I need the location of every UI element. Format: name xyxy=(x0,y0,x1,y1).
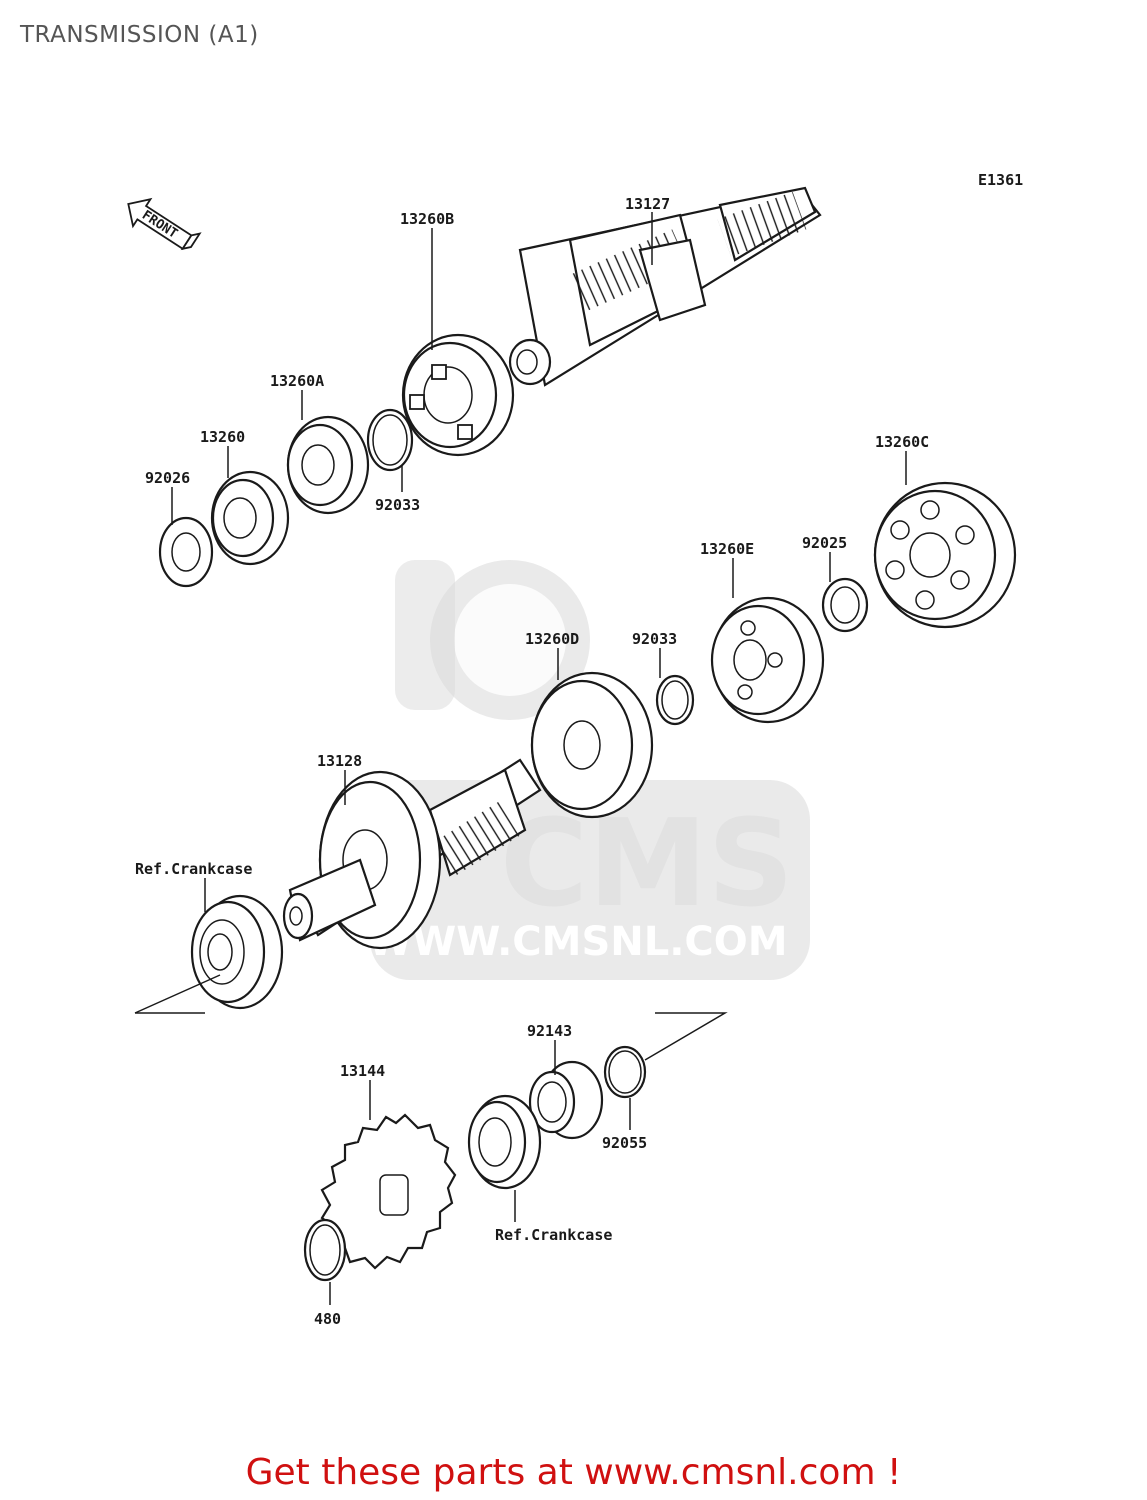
leader-lines xyxy=(171,212,907,1305)
label-13260a: 13260A xyxy=(270,372,324,390)
sprocket-13144[interactable] xyxy=(320,1113,457,1270)
gear-13260d[interactable] xyxy=(530,671,654,819)
label-92033-lower: 92033 xyxy=(632,630,677,648)
label-92025: 92025 xyxy=(802,534,847,552)
label-ref-crankcase-2: Ref.Crankcase xyxy=(495,1226,612,1244)
gear-13260e[interactable] xyxy=(710,596,825,724)
watermark-url: WWW.CMSNL.COM xyxy=(368,919,788,965)
washer-92026[interactable] xyxy=(158,516,214,588)
bearing-ref-crankcase[interactable] xyxy=(190,894,284,1010)
circlip-92033-lower[interactable] xyxy=(655,674,695,726)
seal-ref-crankcase[interactable] xyxy=(467,1094,542,1190)
footer-cta-link[interactable]: Get these parts at www.cmsnl.com ! xyxy=(245,1452,902,1493)
circlip-480[interactable] xyxy=(303,1218,347,1282)
front-arrow-icon: FRONT xyxy=(127,197,202,251)
label-13144: 13144 xyxy=(340,1062,385,1080)
leader-ref-crankcase-1 xyxy=(134,974,221,1014)
gear-13260a[interactable] xyxy=(286,415,370,515)
bracket-line-right xyxy=(644,1012,728,1061)
label-ref-crankcase-1: Ref.Crankcase xyxy=(135,860,252,878)
label-92143: 92143 xyxy=(527,1022,572,1040)
shaft-13127[interactable] xyxy=(508,186,822,387)
label-13260: 13260 xyxy=(200,428,245,446)
gear-13260b[interactable] xyxy=(401,333,515,457)
diagram-code: E1361 xyxy=(978,171,1023,189)
gear-13260[interactable] xyxy=(210,470,290,566)
label-13260d: 13260D xyxy=(525,630,579,648)
shaft-13128[interactable] xyxy=(282,758,542,950)
watermark-brand: CMS xyxy=(500,795,794,934)
label-480: 480 xyxy=(314,1310,341,1328)
part-labels: 13127 13260B 13260A 13260 92026 92033 13… xyxy=(135,195,929,1328)
bushing-92143[interactable] xyxy=(528,1060,604,1140)
washer-92025[interactable] xyxy=(821,577,869,633)
label-13260e: 13260E xyxy=(700,540,754,558)
o-ring-92055[interactable] xyxy=(603,1045,647,1099)
label-13260b: 13260B xyxy=(400,210,454,228)
label-13128: 13128 xyxy=(317,752,362,770)
page-title: TRANSMISSION (A1) xyxy=(20,22,259,48)
gear-13260c[interactable] xyxy=(873,481,1017,629)
label-13127: 13127 xyxy=(625,195,670,213)
label-92055: 92055 xyxy=(602,1134,647,1152)
circlip-92033-upper[interactable] xyxy=(366,408,414,472)
label-92033-upper: 92033 xyxy=(375,496,420,514)
label-92026: 92026 xyxy=(145,469,190,487)
label-13260c: 13260C xyxy=(875,433,929,451)
